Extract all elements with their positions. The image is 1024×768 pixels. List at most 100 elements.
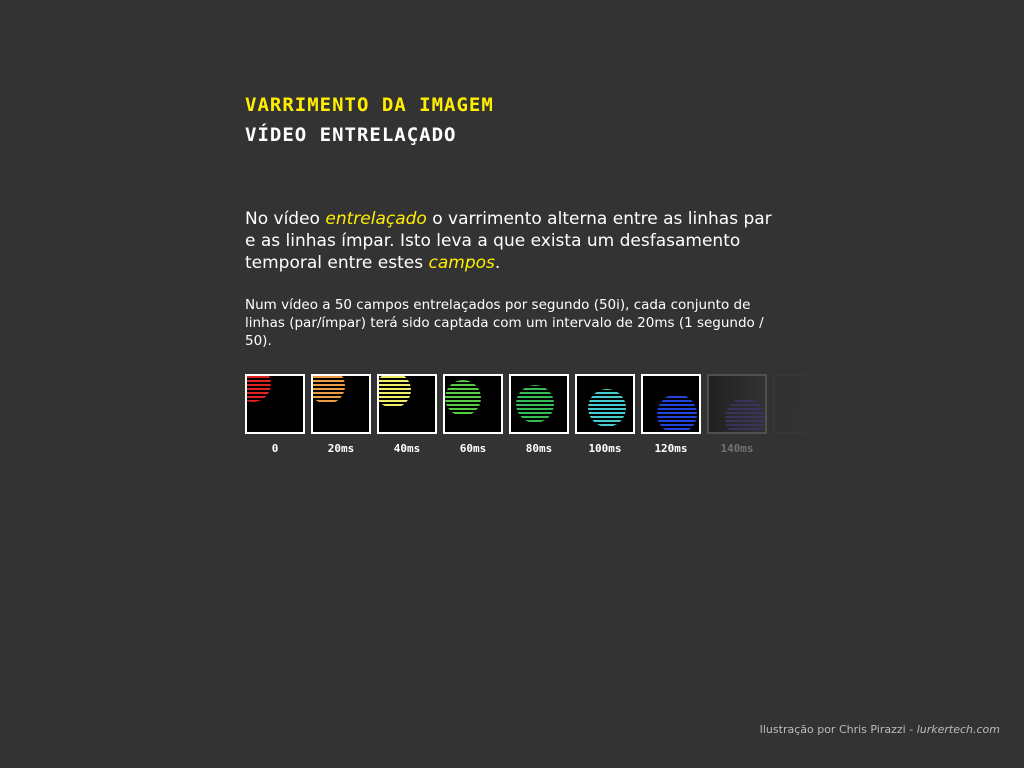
interlaced-ball — [379, 376, 435, 418]
scan-line — [445, 376, 501, 378]
scan-line — [588, 412, 626, 414]
scan-line — [379, 416, 435, 418]
scan-line — [313, 424, 369, 426]
scan-line — [588, 420, 626, 422]
field-frame — [377, 374, 437, 434]
scan-line — [725, 428, 765, 430]
scan-line — [588, 408, 626, 410]
field-frame — [311, 374, 371, 434]
intro-text-3: . — [494, 253, 501, 273]
scan-line — [445, 380, 481, 382]
scan-line — [516, 412, 554, 414]
intro-highlight-entrelacado: entrelaçado — [325, 209, 427, 229]
scan-line — [725, 420, 765, 422]
scan-line — [643, 380, 699, 382]
interlaced-ball — [577, 376, 633, 430]
scan-line — [709, 376, 765, 378]
scan-line — [445, 416, 501, 418]
scan-line — [709, 380, 765, 382]
scan-line — [379, 376, 411, 378]
scan-line — [643, 388, 699, 390]
scan-line — [379, 408, 435, 410]
scan-line — [657, 396, 697, 398]
scan-line — [313, 408, 369, 410]
scan-line — [588, 389, 626, 390]
scan-line — [791, 412, 805, 414]
scan-line — [577, 428, 633, 430]
field-frame — [443, 374, 503, 434]
scan-line — [588, 404, 626, 406]
field-frame-label: 140ms — [720, 442, 754, 455]
scan-line — [791, 428, 805, 430]
field-frame-label: 0 — [271, 442, 279, 455]
field-frame — [773, 374, 805, 434]
scan-line — [379, 392, 411, 394]
scan-line — [725, 412, 765, 414]
scan-line — [709, 384, 765, 386]
scan-line — [511, 376, 567, 378]
scan-line — [791, 408, 805, 410]
scan-line — [725, 400, 765, 402]
field-frame-label: 60ms — [459, 442, 487, 455]
scan-line — [657, 416, 697, 418]
scan-line — [445, 396, 481, 398]
intro-text-1: No vídeo — [245, 209, 326, 229]
scan-line — [577, 376, 633, 378]
scan-line — [247, 392, 271, 394]
field-frame — [245, 374, 305, 434]
scan-line — [791, 404, 805, 406]
scan-line — [516, 404, 554, 406]
scan-line — [516, 420, 554, 422]
scan-line — [445, 412, 481, 414]
intro-text-2: o varrimento alterna entre as linhas par… — [245, 209, 772, 273]
scan-line — [247, 412, 303, 414]
scan-line — [725, 416, 765, 418]
scan-line — [643, 392, 699, 394]
scan-line — [657, 424, 697, 426]
scan-line — [313, 388, 345, 390]
field-frame — [641, 374, 701, 434]
heading: VARRIMENTO DA IMAGEM VÍDEO ENTRELAÇADO — [245, 90, 494, 150]
interlaced-ball — [445, 376, 501, 426]
detail-paragraph: Num vídeo a 50 campos entrelaçados por s… — [245, 297, 764, 349]
scan-line — [247, 384, 271, 386]
field-frame — [707, 374, 767, 434]
scan-line — [379, 404, 411, 406]
field-frame-label: 40ms — [393, 442, 421, 455]
interlaced-ball — [775, 376, 805, 430]
scan-line — [445, 424, 501, 426]
scan-line — [657, 408, 697, 410]
field-frame-label: 100ms — [588, 442, 622, 455]
scan-line — [791, 424, 805, 426]
scan-line — [313, 420, 369, 422]
scan-line — [247, 428, 303, 430]
scan-line — [516, 400, 554, 402]
scan-line — [657, 400, 697, 402]
scan-line — [445, 388, 481, 390]
scan-line — [247, 396, 271, 398]
scan-line — [313, 384, 345, 386]
interlaced-ball — [511, 376, 567, 422]
scan-line — [775, 376, 805, 378]
scan-line — [516, 396, 554, 398]
scan-line — [516, 408, 554, 410]
scan-line — [775, 388, 805, 390]
scan-line — [247, 424, 303, 426]
field-frame — [509, 374, 569, 434]
scan-line — [791, 420, 805, 422]
scan-line — [657, 412, 697, 414]
field-frame-label: 80ms — [525, 442, 553, 455]
scan-line — [445, 392, 481, 394]
scan-line — [725, 408, 765, 410]
scan-line — [643, 384, 699, 386]
scan-line — [379, 384, 411, 386]
scan-line — [657, 420, 697, 422]
interlaced-ball — [643, 380, 699, 430]
scan-line — [445, 384, 481, 386]
scan-line — [588, 416, 626, 418]
scan-line — [379, 380, 411, 382]
credit: Ilustração por Chris Pirazzi - lurkertec… — [760, 723, 1000, 736]
scan-line — [247, 408, 303, 410]
scan-line — [379, 396, 411, 398]
